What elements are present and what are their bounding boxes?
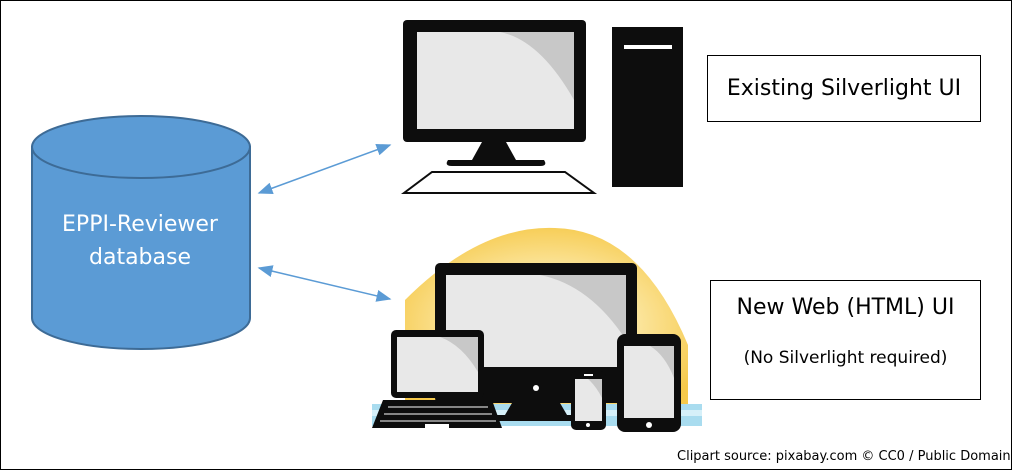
existing-ui-box: Existing Silverlight UI [707,55,981,122]
new-ui-subtitle: (No Silverlight required) [743,348,948,368]
new-ui-box: New Web (HTML) UI (No Silverlight requir… [710,280,981,400]
arrow-db-existing [257,144,392,194]
clipart-credit: Clipart source: pixabay.com © CC0 / Publ… [677,449,1011,464]
database-label-line2: database [89,245,191,270]
responsive-devices-icon [372,227,702,432]
existing-ui-label: Existing Silverlight UI [726,76,962,101]
database-label: EPPI-Reviewer database [40,208,240,274]
desktop-computer-icon [401,20,683,194]
database-label-line1: EPPI-Reviewer [62,212,218,237]
arrow-db-new [257,265,392,302]
new-ui-title: New Web (HTML) UI [736,295,955,320]
database-cylinder-icon [31,115,251,350]
